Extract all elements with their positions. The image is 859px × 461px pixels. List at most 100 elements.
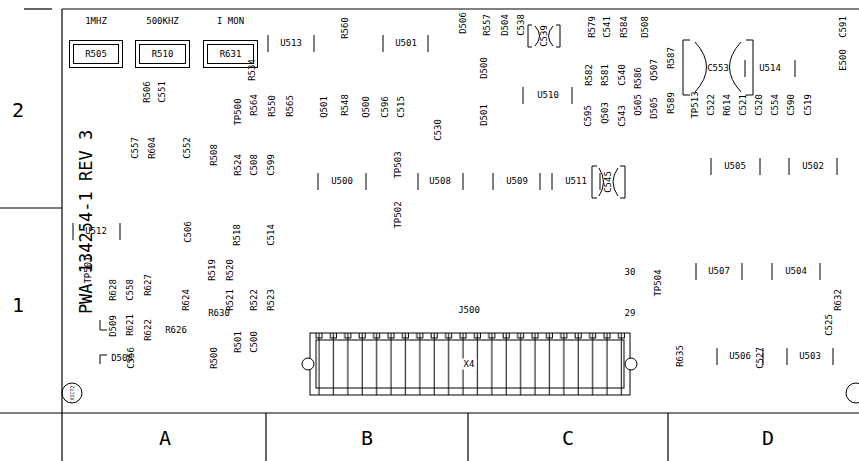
component-designator: R550 — [268, 95, 277, 117]
component-designator: C530 — [434, 119, 443, 141]
component-designator: D508 — [641, 16, 650, 38]
component-designator: R632 — [834, 289, 843, 311]
component-designator: R587 — [667, 47, 676, 69]
component-designator: C520 — [755, 94, 764, 116]
component-designator: C551 — [158, 81, 167, 103]
component-designator: C522 — [707, 94, 716, 116]
grid-reference: B — [361, 428, 373, 448]
component-designator: U509 — [506, 177, 528, 186]
component-designator: R614 — [723, 94, 732, 116]
component-designator: R586 — [634, 67, 643, 89]
component-designator: C506 — [184, 221, 193, 243]
component-designator: C599 — [267, 154, 276, 176]
component-designator: C515 — [397, 96, 406, 118]
component-designator: C508 — [250, 154, 259, 176]
jumper-heading: I MON — [217, 17, 244, 26]
jumper-heading: 1MHZ — [85, 17, 107, 26]
component-designator: Q507 — [650, 59, 659, 81]
component-designator: C556 — [127, 347, 136, 369]
component-designator: C557 — [131, 137, 140, 159]
component-designator: TP500 — [234, 98, 243, 125]
component-designator: C541 — [603, 16, 612, 38]
component-designator: U501 — [395, 39, 417, 48]
component-designator: C527 — [756, 347, 765, 369]
component-designator: R626 — [165, 326, 187, 335]
component-designator: R520 — [226, 259, 235, 281]
component-designator: 29 — [625, 309, 636, 318]
component-designator: C596 — [381, 96, 390, 118]
component-designator: U507 — [708, 267, 730, 276]
component-designator: U506 — [729, 352, 751, 361]
component-designator: R624 — [182, 289, 191, 311]
jumper-box: 500KHZR510 — [135, 40, 190, 68]
component-designator: R500 — [210, 347, 219, 369]
component-designator: R534 — [248, 59, 257, 81]
component-designator: U513 — [280, 39, 302, 48]
component-designator: R523 — [267, 289, 276, 311]
grid-reference: 1 — [12, 295, 24, 315]
grid-reference: A — [159, 428, 171, 448]
component-designator: TP502 — [394, 201, 403, 228]
component-designator: R635 — [676, 345, 685, 367]
component-designator: U500 — [331, 177, 353, 186]
component-designator: R524 — [234, 154, 243, 176]
component-designator: XICT2 — [70, 385, 75, 400]
component-designator: R557 — [483, 14, 492, 36]
component-designator: C538 — [517, 14, 526, 36]
component-designator: E500 — [839, 49, 848, 71]
component-designator: R522 — [250, 289, 259, 311]
component-designator: C514 — [267, 224, 276, 246]
component-designator: C553 — [707, 64, 729, 73]
component-designator: D500 — [480, 57, 489, 79]
board-part-number: PWA 134254-1 REV 3 — [78, 130, 95, 314]
component-designator: R604 — [148, 137, 157, 159]
component-designator: R519 — [208, 259, 217, 281]
component-designator: C543 — [618, 105, 627, 127]
component-designator: R627 — [144, 274, 153, 296]
component-designator: TP513 — [691, 91, 700, 118]
component-designator: C521 — [739, 94, 748, 116]
component-designator: TP503 — [394, 151, 403, 178]
component-designator: U505 — [724, 162, 746, 171]
component-designator: C558 — [126, 279, 135, 301]
component-designator: C500 — [250, 331, 259, 353]
component-designator: R506 — [143, 81, 152, 103]
component-designator: U511 — [565, 177, 587, 186]
component-designator: R628 — [109, 279, 118, 301]
component-designator: C525 — [825, 314, 834, 336]
jumper-heading: 500KHZ — [146, 17, 179, 26]
component-designator: D505 — [650, 97, 659, 119]
component-designator: R621 — [126, 314, 135, 336]
component-designator: 30 — [625, 268, 636, 277]
component-designator: U514 — [759, 64, 781, 73]
grid-reference: D — [762, 428, 774, 448]
component-designator: C552 — [183, 137, 192, 159]
component-designator: R548 — [341, 94, 350, 116]
component-designator: U502 — [802, 162, 824, 171]
component-designator: R560 — [341, 17, 350, 39]
component-designator: R564 — [250, 94, 259, 116]
jumper-designator: R510 — [150, 49, 176, 60]
component-designator: R508 — [210, 144, 219, 166]
grid-reference: 2 — [12, 100, 24, 120]
component-designator: R579 — [588, 16, 597, 38]
component-designator: R584 — [620, 16, 629, 38]
component-designator: D501 — [480, 104, 489, 126]
component-designator: R518 — [233, 224, 242, 246]
connector-designator: J500 — [458, 306, 480, 315]
component-designator: Q503 — [601, 102, 610, 124]
connector-outline: J500X4 — [298, 323, 640, 405]
jumper-box: 1MHZR505 — [69, 40, 123, 68]
component-designator: D504 — [501, 14, 510, 36]
component-designator: C595 — [584, 105, 593, 127]
component-designator: C554 — [771, 94, 780, 116]
component-designator: U508 — [429, 177, 451, 186]
component-designator: R630 — [208, 309, 230, 318]
component-designator: C545 — [604, 171, 613, 193]
component-designator: R582 — [585, 64, 594, 86]
component-designator: R622 — [144, 319, 153, 341]
component-designator: U510 — [537, 91, 559, 100]
jumper-designator: R505 — [83, 49, 109, 60]
component-designator: R581 — [601, 64, 610, 86]
